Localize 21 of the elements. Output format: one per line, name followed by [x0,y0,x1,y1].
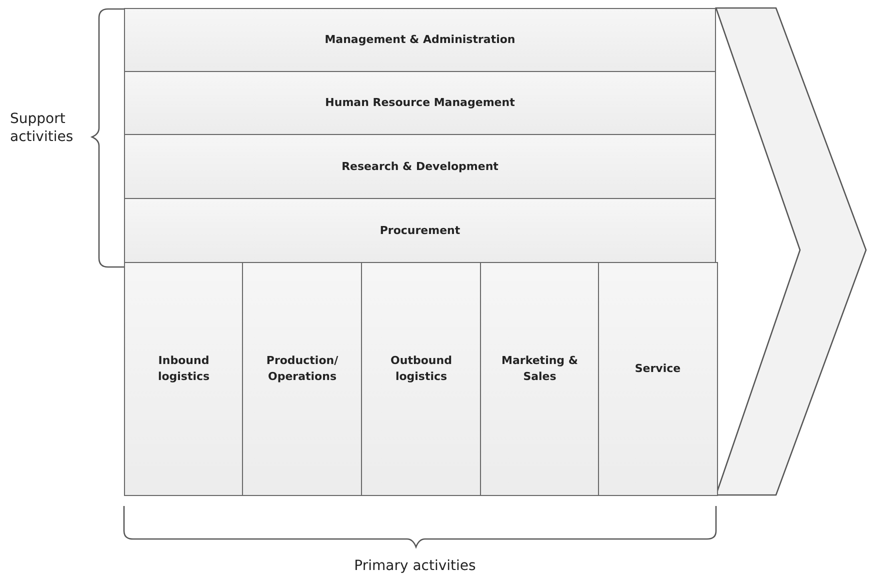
activity-name: Production/ Operations [265,353,340,385]
primary-activity-column [242,262,362,496]
activity-name: Procurement [380,222,460,238]
primary-activity-column [598,262,718,496]
bracket-label: Support activities [10,110,74,146]
margin-chevron [715,7,868,497]
activity-name: Marketing & Sales [500,353,579,385]
activity-name: Outbound logistics [390,353,453,385]
primary-activity-column [124,262,244,496]
activity-name: Research & Development [342,158,498,174]
bracket-label: Primary activities [353,557,477,576]
activity-name: Inbound logistics [156,353,211,385]
support-activity-band [124,134,716,199]
support-activity-band [124,71,716,135]
primary-activity-column [361,262,482,496]
activity-name: Service [634,361,681,377]
activity-name: Management & Administration [324,32,516,48]
support-activity-band [124,198,716,263]
activity-name: Human Resource Management [325,95,515,111]
support-activity-band [124,8,716,72]
primary-activity-column [480,262,600,496]
